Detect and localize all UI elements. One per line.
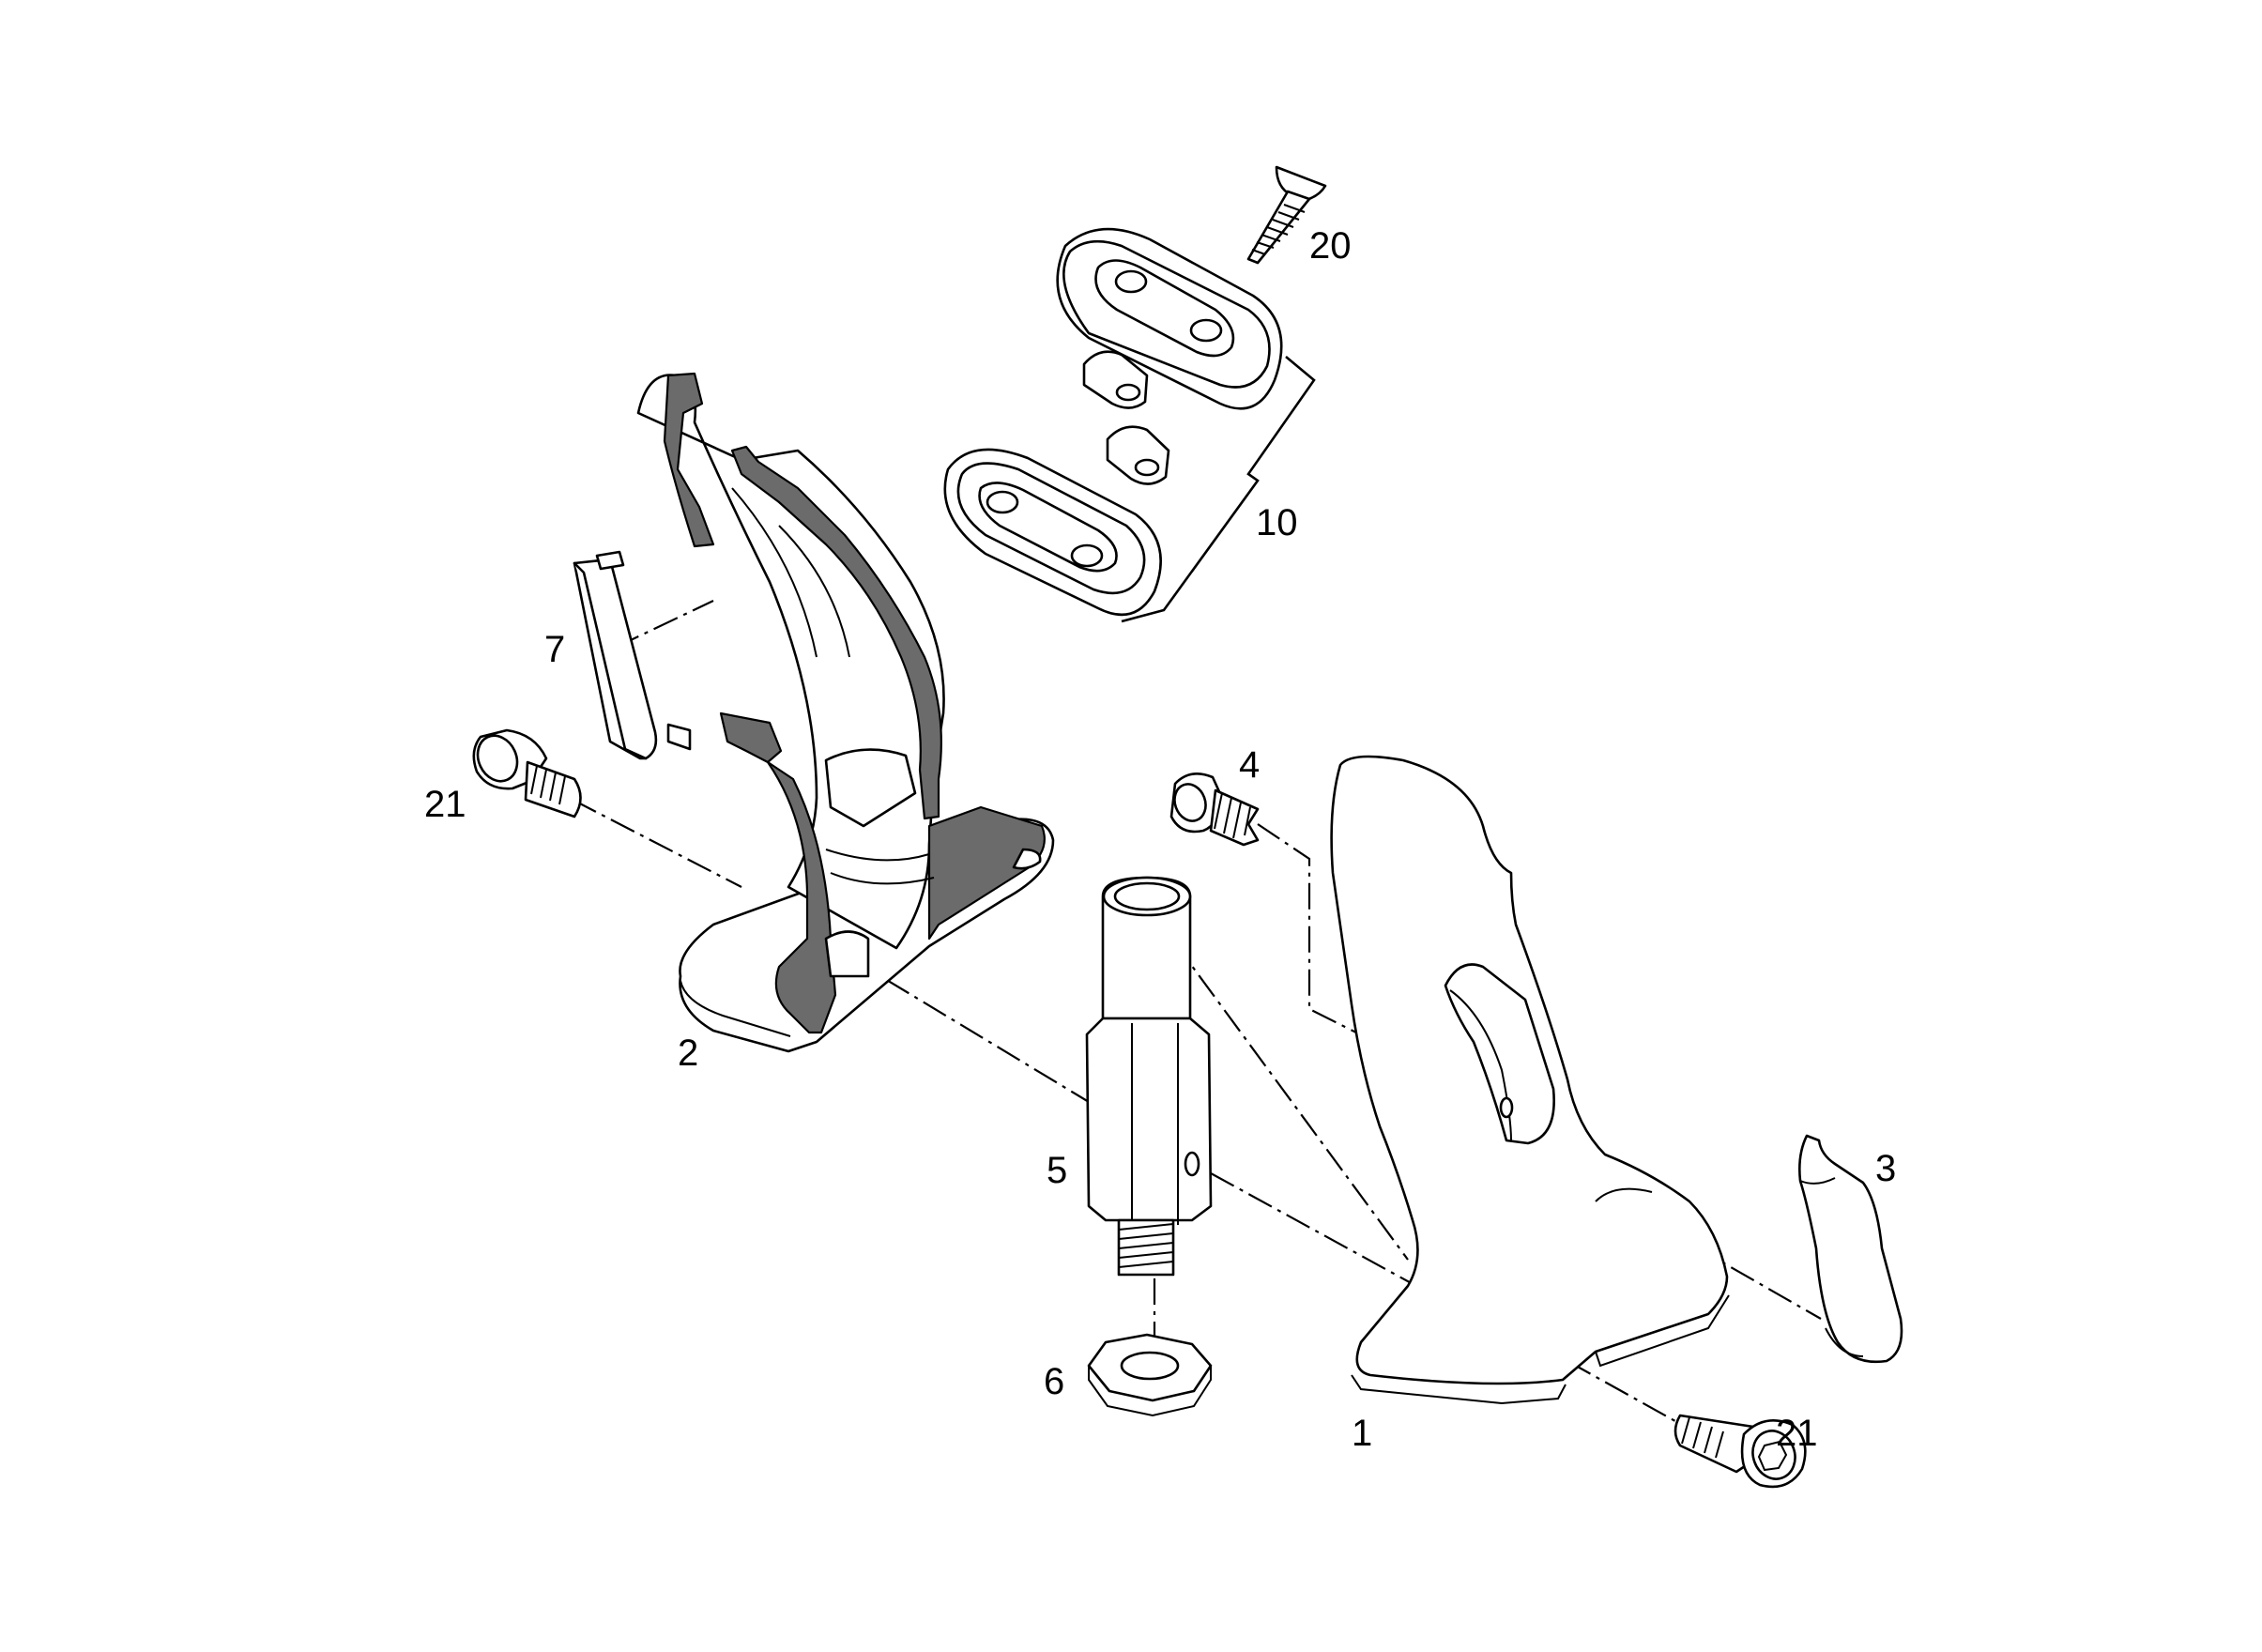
part-4-screw bbox=[1169, 772, 1260, 847]
part-3-pad bbox=[1798, 1134, 1903, 1364]
part-10-mounting-set bbox=[943, 227, 1316, 623]
part-2-housing bbox=[636, 372, 1055, 1053]
label-part-20: 20 bbox=[1309, 225, 1352, 267]
label-part-4: 4 bbox=[1239, 744, 1260, 786]
part-7-insert bbox=[573, 550, 692, 760]
label-part-6: 6 bbox=[1044, 1361, 1064, 1402]
part-21-screw-left bbox=[472, 728, 582, 818]
label-part-5: 5 bbox=[1047, 1150, 1067, 1191]
label-part-2: 2 bbox=[678, 1032, 698, 1074]
label-part-1: 1 bbox=[1352, 1413, 1372, 1454]
label-part-3: 3 bbox=[1875, 1148, 1896, 1189]
callout-labels: 20 10 7 21 4 2 5 3 6 1 21 bbox=[424, 225, 1896, 1454]
part-10-bracket bbox=[1121, 356, 1316, 623]
part-21-screw-right bbox=[1674, 1414, 1807, 1489]
label-part-10: 10 bbox=[1256, 502, 1298, 543]
part-1-foot-plate bbox=[1330, 755, 1730, 1405]
label-part-7: 7 bbox=[544, 629, 565, 670]
lower-ring bbox=[943, 448, 1162, 617]
upper-ring bbox=[1056, 227, 1283, 410]
label-part-21-left: 21 bbox=[424, 784, 466, 825]
part-20-screw bbox=[1246, 165, 1327, 265]
bushings bbox=[1082, 350, 1170, 485]
part-6-nut bbox=[1087, 1333, 1213, 1417]
part-5-post bbox=[1085, 876, 1213, 1277]
label-part-21-right: 21 bbox=[1776, 1413, 1818, 1454]
